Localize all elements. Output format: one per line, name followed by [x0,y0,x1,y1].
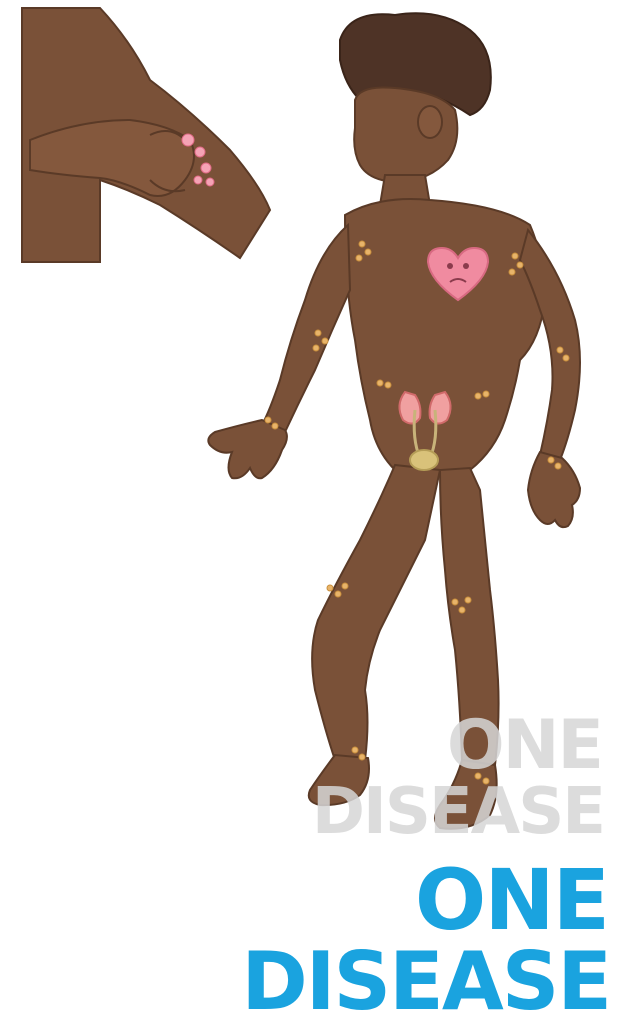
logo-watermark-line2: DISEASE [0,780,620,844]
logo-watermark-line1: ONE [0,712,620,780]
logo-watermark: ONE DISEASE [0,712,620,844]
logo-line2: DISEASE [0,942,620,1022]
hand-pinching-skin-icon [22,8,270,262]
bladder-icon [410,450,438,470]
logo-line1: ONE [0,858,620,942]
logo: ONE DISEASE [0,858,620,1022]
